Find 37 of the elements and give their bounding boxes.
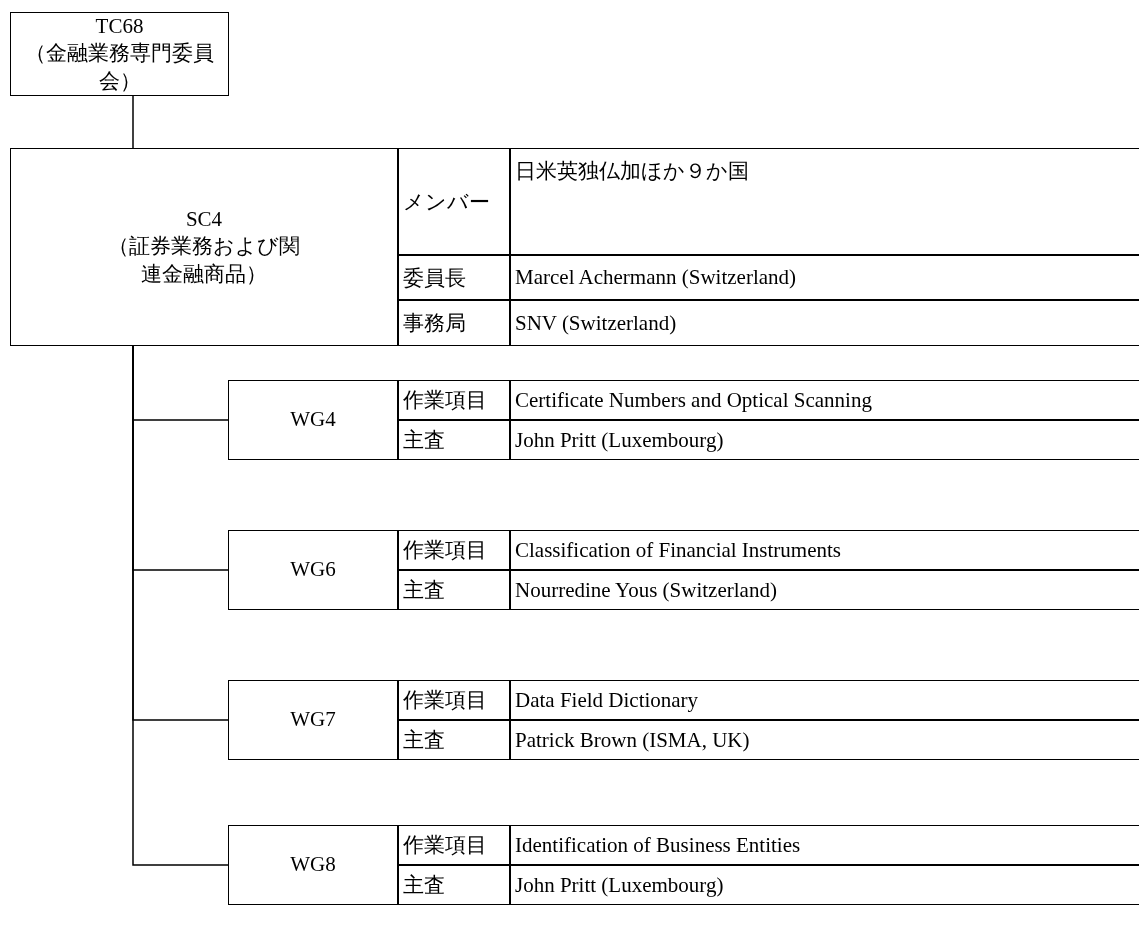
field-value: John Pritt (Luxembourg) — [510, 420, 1139, 460]
field-value: Marcel Achermann (Switzerland) — [510, 255, 1139, 300]
field-label: 作業項目 — [398, 380, 510, 420]
field-label: 作業項目 — [398, 530, 510, 570]
field-label: 主査 — [398, 570, 510, 610]
field-value: Patrick Brown (ISMA, UK) — [510, 720, 1139, 760]
group-name: （金融業務専門委員会） — [24, 40, 215, 95]
field-label: 主査 — [398, 865, 510, 905]
group-code: WG8 — [290, 851, 336, 879]
group-box — [10, 148, 398, 346]
group-code: WG7 — [290, 706, 336, 734]
group-box — [228, 380, 398, 460]
group-box — [228, 680, 398, 760]
field-label: 作業項目 — [398, 825, 510, 865]
field-value: Classification of Financial Instruments — [510, 530, 1139, 570]
field-value: John Pritt (Luxembourg) — [510, 865, 1139, 905]
committee-box — [10, 12, 229, 96]
group-code: WG4 — [290, 406, 336, 434]
field-label: 委員長 — [398, 255, 510, 300]
field-label: 主査 — [398, 420, 510, 460]
group-code: WG6 — [290, 556, 336, 584]
connector-line — [132, 95, 134, 149]
group-box — [228, 825, 398, 905]
group-box — [228, 530, 398, 610]
field-label: 作業項目 — [398, 680, 510, 720]
field-value: Data Field Dictionary — [510, 680, 1139, 720]
group-code: TC68 — [95, 13, 144, 41]
field-value: Nourredine Yous (Switzerland) — [510, 570, 1139, 610]
field-label: 事務局 — [398, 300, 510, 346]
field-value: SNV (Switzerland) — [510, 300, 1139, 346]
field-label: 主査 — [398, 720, 510, 760]
field-value: 日米英独仏加ほか９か国 — [510, 148, 1139, 255]
group-code: SC4 — [185, 206, 223, 234]
field-value: Certificate Numbers and Optical Scanning — [510, 380, 1139, 420]
field-label: メンバー — [398, 148, 510, 255]
group-name: （証券業務および関連金融商品） — [107, 233, 301, 288]
field-value: Identification of Business Entities — [510, 825, 1139, 865]
